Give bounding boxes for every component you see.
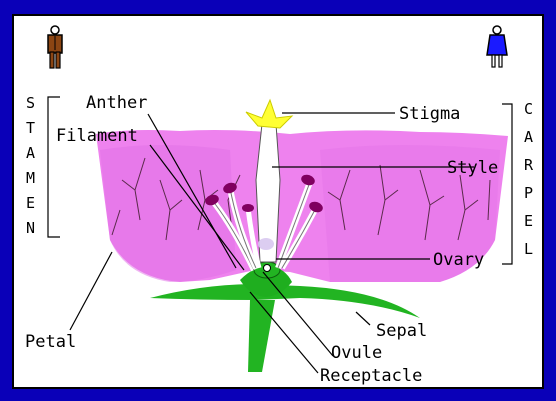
svg-text:E: E bbox=[524, 212, 533, 230]
svg-text:A: A bbox=[26, 144, 35, 162]
petal-label: Petal bbox=[25, 332, 76, 352]
female-figure-icon bbox=[487, 26, 507, 67]
svg-text:R: R bbox=[524, 156, 534, 174]
sepal-label: Sepal bbox=[376, 321, 427, 341]
svg-text:S: S bbox=[26, 94, 35, 112]
stem-shape bbox=[248, 300, 275, 372]
ovule-shape bbox=[264, 265, 271, 272]
ovary-label: Ovary bbox=[433, 250, 484, 270]
svg-text:M: M bbox=[26, 169, 35, 187]
male-figure-icon bbox=[48, 26, 62, 68]
stamen-group-label: S T A M E N bbox=[26, 94, 35, 237]
anther-label: Anther bbox=[86, 93, 147, 113]
svg-text:A: A bbox=[524, 128, 533, 146]
stigma-shape bbox=[246, 100, 292, 128]
filament-label: Filament bbox=[56, 126, 138, 146]
receptacle-label: Receptacle bbox=[320, 366, 422, 386]
svg-text:E: E bbox=[26, 194, 35, 212]
carpel-group-label: C A R P E L bbox=[524, 100, 534, 258]
svg-text:T: T bbox=[26, 119, 35, 137]
style-label: Style bbox=[447, 158, 498, 178]
svg-text:P: P bbox=[524, 184, 533, 202]
stigma-label: Stigma bbox=[399, 104, 460, 124]
svg-text:C: C bbox=[524, 100, 533, 118]
ovule-label: Ovule bbox=[331, 343, 382, 363]
svg-text:N: N bbox=[26, 219, 35, 237]
svg-text:L: L bbox=[524, 240, 533, 258]
